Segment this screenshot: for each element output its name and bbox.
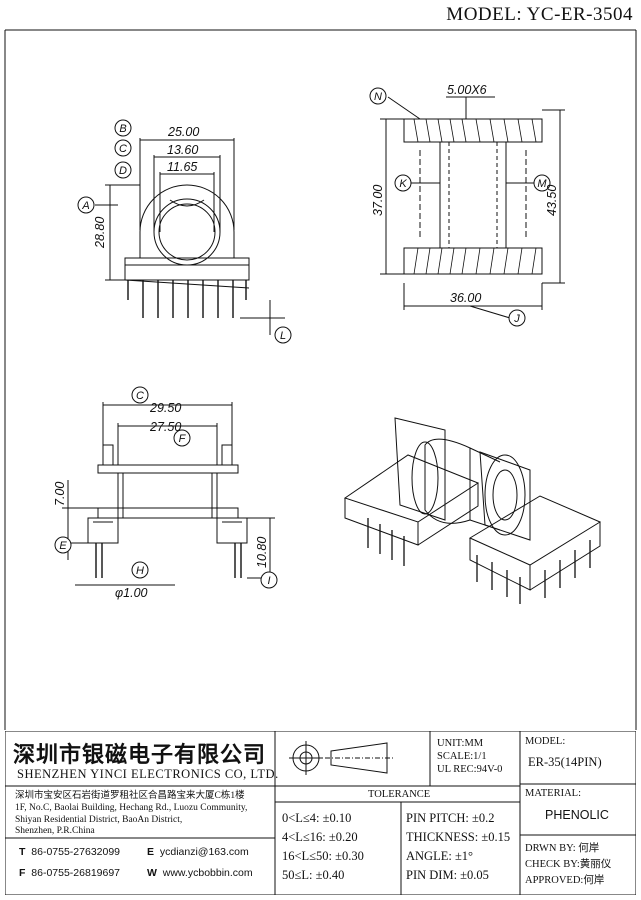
callout-d: D: [119, 165, 127, 177]
tolerance-right: PIN PITCH: ±0.2 THICKNESS: ±0.15 ANGLE: …: [406, 809, 510, 885]
contact-fax: F 86-0755-26819697: [19, 867, 120, 880]
callout-n: N: [374, 91, 382, 103]
signature-block: DRWN BY: 何岸 CHECK BY:黄丽仪 APPROVED:何岸: [525, 841, 611, 889]
callout-c: C: [119, 143, 127, 155]
tol-angle: ANGLE: ±1°: [406, 849, 474, 863]
dim-3600: 36.00: [450, 291, 481, 305]
dim-1080: 10.80: [255, 537, 269, 568]
title-block-grid: [5, 731, 636, 895]
address-line-3: Shenzhen, P.R.China: [15, 826, 95, 837]
callout-l: L: [280, 330, 286, 342]
address-line-2: Shiyan Residential District, BaoAn Distr…: [15, 814, 183, 825]
drawn-by: DRWN BY: 何岸: [525, 841, 611, 857]
tol-pin-dim: PIN DIM: ±0.05: [406, 868, 489, 882]
isometric-view: [343, 417, 602, 604]
tel-label: T: [19, 846, 26, 858]
dim-pin-dia: φ1.00: [115, 586, 148, 600]
model-label: MODEL:: [525, 736, 566, 747]
approved-by: APPROVED:何岸: [525, 873, 611, 889]
tol-row-4: 50≤L: ±0.40: [282, 868, 345, 882]
top-view: [380, 96, 565, 319]
callout-b: B: [119, 123, 126, 135]
tolerance-title: TOLERANCE: [368, 789, 431, 800]
tol-row-2: 4<L≤16: ±0.20: [282, 830, 358, 844]
callout-m: M: [537, 178, 547, 190]
dim-4350: 43.50: [545, 185, 559, 216]
tol-pin-pitch: PIN PITCH: ±0.2: [406, 811, 495, 825]
dim-2880: 28.80: [93, 217, 107, 249]
title-block: 深圳市银磁电子有限公司 SHENZHEN YINCI ELECTRONICS C…: [5, 731, 636, 895]
callout-a: A: [81, 200, 89, 212]
dim-2950: 29.50: [149, 401, 181, 415]
callout-f: F: [179, 433, 187, 445]
contact-email: E ycdianzi@163.com: [147, 846, 249, 859]
ul-rec-text: UL REC:94V-0: [437, 764, 503, 775]
tol-thickness: THICKNESS: ±0.15: [406, 830, 511, 844]
web-label: W: [147, 867, 157, 879]
callout-c2: C: [136, 390, 144, 402]
scale-text: SCALE:1/1: [437, 751, 487, 762]
callout-i: I: [267, 575, 270, 587]
dim-3700: 37.00: [371, 185, 385, 216]
company-name-en: SHENZHEN YINCI ELECTRONICS CO, LTD.: [17, 767, 279, 781]
tol-row-3: 16<L≤50: ±0.30: [282, 849, 364, 863]
technical-drawing: B C D A N K M J L C F E H I 25.00 13.60 …: [4, 29, 637, 730]
unit-text: UNIT:MM: [437, 738, 484, 749]
callout-k: K: [399, 178, 407, 190]
tolerance-left: 0<L≤4: ±0.10 4<L≤16: ±0.20 16<L≤50: ±0.3…: [282, 809, 364, 885]
front-view: [95, 138, 285, 335]
check-by: CHECK BY:黄丽仪: [525, 857, 611, 873]
drawn-value: 何岸: [578, 843, 600, 854]
tel-value: 86-0755-27632099: [31, 846, 121, 858]
dim-1360: 13.60: [167, 143, 198, 157]
check-label: CHECK BY:: [525, 859, 580, 870]
drawn-label: DRWN BY:: [525, 843, 576, 854]
address-block: 深圳市宝安区石岩街道罗租社区合昌路宝来大厦C栋1楼 1F, No.C, Baol…: [15, 791, 273, 838]
model-value: ER-35(14PIN): [528, 755, 602, 769]
email-label: E: [147, 846, 155, 858]
callout-h: H: [136, 565, 144, 577]
dim-1165: 11.65: [167, 160, 197, 174]
dim-500x6: 5.00X6: [447, 83, 487, 97]
tol-row-1: 0<L≤4: ±0.10: [282, 811, 352, 825]
contact-tel: T 86-0755-27632099: [19, 846, 120, 859]
dim-2750: 27.50: [149, 420, 181, 434]
model-title: MODEL: YC-ER-3504: [446, 4, 633, 25]
material-label: MATERIAL:: [525, 788, 581, 799]
contact-web: W www.ycbobbin.com: [147, 867, 253, 880]
callout-e: E: [59, 540, 67, 552]
address-cn: 深圳市宝安区石岩街道罗租社区合昌路宝来大厦C栋1楼: [15, 791, 245, 801]
approved-label: APPROVED:: [525, 875, 584, 886]
fax-label: F: [19, 867, 26, 879]
web-value: www.ycbobbin.com: [162, 867, 253, 879]
spec-block: UNIT:MM SCALE:1/1 UL REC:94V-0: [437, 737, 502, 776]
dim-25: 25.00: [167, 125, 199, 139]
company-name-cn: 深圳市银磁电子有限公司: [13, 742, 267, 768]
material-value: PHENOLIC: [545, 808, 609, 822]
dim-700: 7.00: [53, 482, 67, 506]
side-view: [62, 402, 275, 586]
check-value: 黄丽仪: [579, 859, 612, 870]
fax-value: 86-0755-26819697: [31, 867, 121, 879]
callout-j: J: [513, 313, 520, 325]
email-value: ycdianzi@163.com: [159, 846, 249, 858]
approved-value: 何岸: [583, 875, 605, 886]
address-line-1: 1F, No.C, Baolai Building, Hechang Rd., …: [15, 802, 248, 813]
